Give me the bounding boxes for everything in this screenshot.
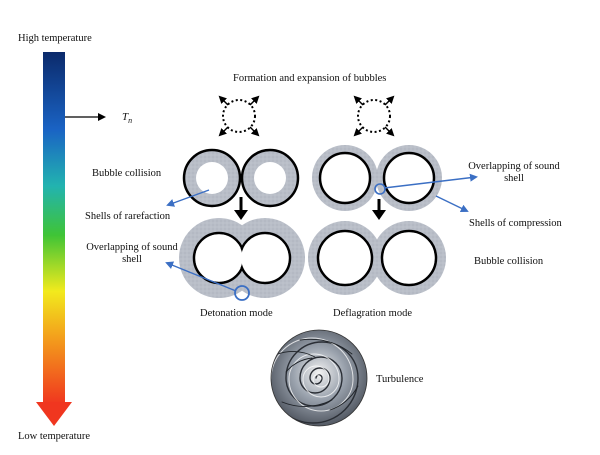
low-temperature-label: Low temperature — [18, 431, 91, 442]
overlap-right-pointer — [383, 173, 478, 189]
overlap-marker-right — [374, 183, 386, 195]
high-temperature-label: High temperature — [18, 33, 92, 44]
overlap-right-label: Overlapping of sound shell — [468, 161, 560, 184]
shells-rarefaction-label: Shells of rarefaction — [85, 211, 171, 222]
transition-arrows — [234, 197, 386, 220]
formation-label: Formation and expansion of bubbles — [233, 73, 387, 84]
deflagration-merged-bubble — [308, 221, 446, 295]
compression-pointer — [435, 195, 469, 212]
tn-label: Tn — [122, 111, 133, 126]
overlap-marker-left — [234, 285, 250, 301]
formation-bubble-left — [218, 95, 260, 137]
temperature-gradient-bar — [43, 52, 65, 404]
bubble-collision-left-label: Bubble collision — [92, 168, 162, 179]
pointer-arrows — [165, 173, 478, 292]
rarefaction-pointer — [166, 189, 210, 207]
rarefaction-bubble-pair — [182, 148, 300, 208]
detonation-mode-label: Detonation mode — [200, 308, 273, 319]
deflagration-mode-label: Deflagration mode — [333, 308, 413, 319]
shells-compression-label: Shells of compression — [469, 218, 562, 229]
temperature-arrow-head — [36, 402, 72, 426]
overlap-left-label: Overlapping of sound shell — [86, 242, 178, 265]
overlap-left-pointer — [165, 261, 237, 292]
detonation-merged-bubble — [179, 218, 305, 301]
formation-bubble-right — [353, 95, 395, 137]
turbulence-label: Turbulence — [376, 374, 424, 385]
bubble-collision-right-label: Bubble collision — [474, 256, 544, 267]
temperature-scale — [36, 52, 106, 426]
turbulence-vortex — [270, 329, 368, 427]
compression-bubble-pair — [312, 145, 442, 211]
